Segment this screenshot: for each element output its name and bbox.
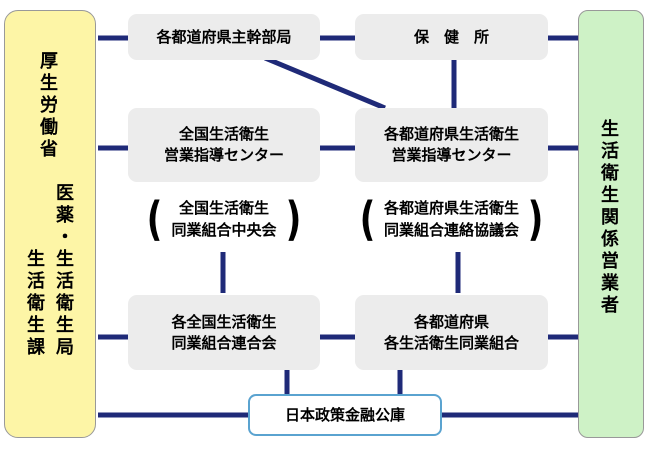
close-paren-icon: ) [285, 192, 301, 246]
mhlw-bureau: 医薬・生活衛生局 [56, 183, 74, 358]
central-association-line-1: 全国生活衛生 [178, 199, 269, 217]
liaison-council-line-1: 各都道府県生活衛生 [383, 199, 519, 217]
health-center-label: 保 健 所 [413, 27, 489, 46]
mhlw-panel: 厚生労働省 医薬・生活衛生局 生活衛生課 [4, 10, 96, 438]
central-association-line-2: 同業組合中央会 [171, 221, 277, 239]
national-center-box: 全国生活衛生 営業指導センター [128, 108, 320, 182]
prefectural-office-label: 各都道府県主幹部局 [156, 27, 292, 46]
prefectural-union-line-1: 各都道府県 [413, 312, 489, 331]
open-paren-icon: ( [147, 192, 163, 246]
operators-panel: 生活衛生関係営業者 [578, 10, 644, 438]
prefectural-center-line-2: 営業指導センター [391, 146, 512, 164]
national-center-line-2: 営業指導センター [163, 146, 284, 164]
finance-corp-box: 日本政策金融公庫 [248, 394, 442, 436]
national-federation-box: 各全国生活衛生 同業組合連合会 [128, 295, 320, 370]
national-center-line-1: 全国生活衛生 [178, 125, 269, 143]
mhlw-title: 厚生労働省 [40, 51, 58, 160]
health-center-box: 保 健 所 [355, 14, 548, 60]
prefectural-union-box: 各都道府県 各生活衛生同業組合 [355, 295, 548, 370]
prefectural-center-line-1: 各都道府県生活衛生 [383, 125, 519, 143]
central-association-group: ( 全国生活衛生 同業組合中央会 ) [128, 186, 320, 252]
liaison-council-group: ( 各都道府県生活衛生 同業組合連絡協議会 ) [343, 186, 560, 252]
close-paren-icon: ) [527, 192, 544, 246]
national-federation-line-1: 各全国生活衛生 [171, 312, 277, 331]
liaison-council-line-2: 同業組合連絡協議会 [383, 221, 519, 239]
open-paren-icon: ( [359, 192, 376, 246]
prefectural-center-box: 各都道府県生活衛生 営業指導センター [355, 108, 548, 182]
mhlw-division: 生活衛生課 [27, 249, 45, 358]
finance-corp-label: 日本政策金融公庫 [284, 405, 405, 424]
national-federation-line-2: 同業組合連合会 [171, 333, 277, 352]
line-prefectural-office-to-prefectural-center [264, 55, 386, 111]
prefectural-office-box: 各都道府県主幹部局 [128, 14, 320, 60]
operators-title: 生活衛生関係営業者 [601, 119, 619, 316]
prefectural-union-line-2: 各生活衛生同業組合 [383, 333, 519, 352]
